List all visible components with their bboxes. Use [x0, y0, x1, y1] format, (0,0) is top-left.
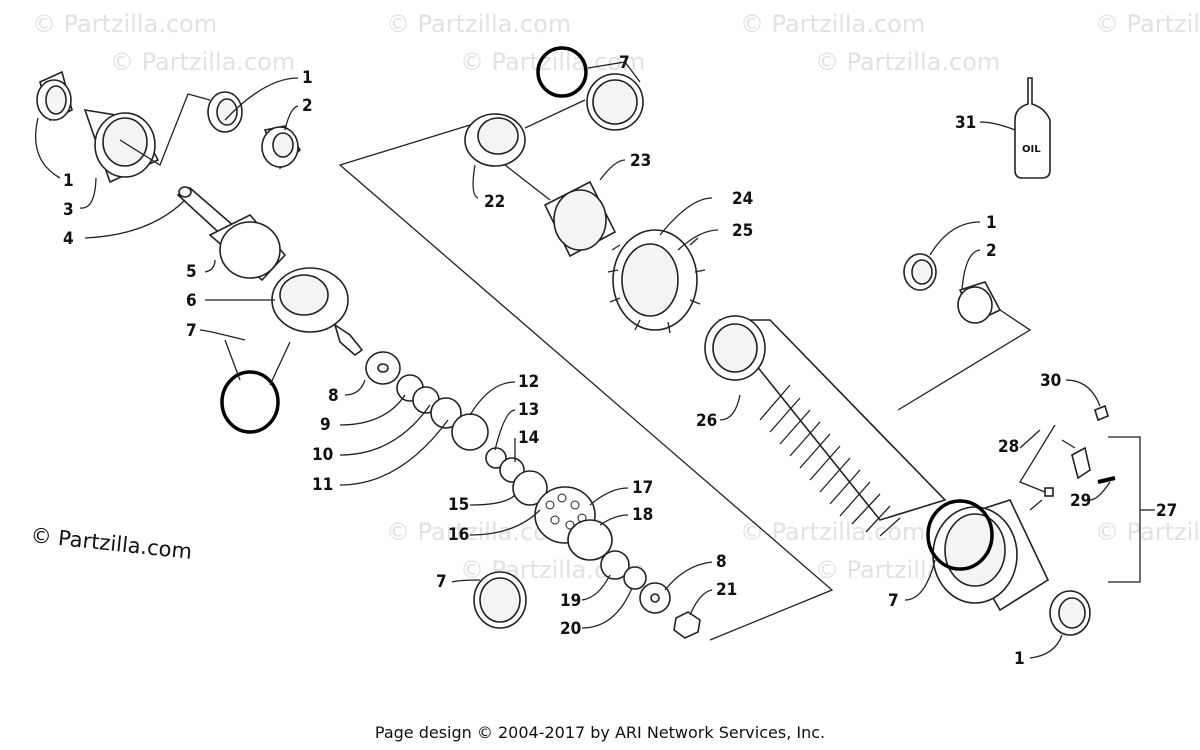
callout-numbers: 1 2 1 3 4 5 6 7 8 9 10 11 12 13 14 15 16… [63, 53, 1177, 669]
reservoir-body [932, 499, 1050, 612]
callout-15: 15 [448, 495, 469, 515]
leader-line [1019, 424, 1076, 511]
adjuster-nut-part-25 [607, 229, 706, 334]
callout-1: 1 [63, 171, 74, 191]
callout-10: 10 [312, 445, 333, 465]
oil-bottle-part-31: OIL [1014, 77, 1051, 179]
spacer-part-2-right [957, 281, 1002, 324]
bushing-part-1-top-left [36, 70, 73, 122]
body-part-26 [704, 315, 947, 537]
callout-26: 26 [696, 411, 717, 431]
watermark-text: © Partzilla.com [386, 10, 571, 38]
bracket-27 [1108, 436, 1141, 583]
callout-1: 1 [302, 68, 313, 88]
shaft-eye-part-5 [208, 214, 287, 282]
watermark-text: © Partzilla.com [1095, 518, 1200, 546]
watermark-text: © Partzilla.com [460, 48, 645, 76]
callout-19: 19 [560, 591, 581, 611]
callout-23: 23 [630, 151, 651, 171]
callout-17: 17 [632, 478, 653, 498]
callout-6: 6 [186, 291, 197, 311]
page-footer: Page design © 2004-2017 by ARI Network S… [375, 723, 825, 742]
callout-2: 2 [302, 96, 313, 116]
callout-16: 16 [448, 525, 469, 545]
callout-7: 7 [888, 591, 899, 611]
band-part-7-lower [473, 571, 527, 629]
o-ring-part-7-left [220, 370, 280, 434]
valve-part-28 [1071, 446, 1091, 480]
bushing-part-1-right [903, 253, 937, 291]
nut-part-21 [673, 611, 701, 639]
callout-4: 4 [63, 229, 74, 249]
callout-21: 21 [716, 580, 737, 600]
callout-1: 1 [986, 213, 997, 233]
watermark-text: © Partzilla.com [815, 48, 1000, 76]
callout-7: 7 [436, 572, 447, 592]
watermark-text: © Partzilla.com [740, 518, 925, 546]
watermark-text: © Partzilla.com [740, 10, 925, 38]
bracket-line [338, 124, 834, 641]
callout-31: 31 [955, 113, 976, 133]
callout-9: 9 [320, 415, 331, 435]
band-part-7-top [586, 73, 644, 131]
callout-13: 13 [518, 400, 539, 420]
watermark-text: © Partzilla.com [32, 10, 217, 38]
washer-part-19 [600, 550, 630, 580]
callout-20: 20 [560, 619, 581, 639]
callout-30: 30 [1040, 371, 1061, 391]
spacer-part-2-upper [261, 125, 302, 170]
washer-stack [365, 351, 548, 506]
leader-line [897, 309, 1032, 411]
callout-18: 18 [632, 505, 653, 525]
copyright-watermark: © Partzilla.com [29, 523, 193, 564]
watermark-text: © Partzilla.com [1095, 10, 1200, 38]
callout-12: 12 [518, 372, 539, 392]
callout-29: 29 [1070, 491, 1091, 511]
callout-27: 27 [1156, 501, 1177, 521]
callout-25: 25 [732, 221, 753, 241]
o-ring-part-7-top [536, 46, 588, 98]
leader-line [119, 93, 211, 166]
callout-22: 22 [484, 192, 505, 212]
callout-14: 14 [518, 428, 539, 448]
cap-part-22 [464, 113, 526, 167]
seal-head-part-6 [271, 267, 364, 357]
leader-line [504, 164, 551, 201]
callout-5: 5 [186, 262, 197, 282]
sleeve-part-3 [83, 108, 160, 184]
o-ring-part-7-right [926, 499, 994, 571]
callout-28: 28 [998, 437, 1019, 457]
callout-2: 2 [986, 241, 997, 261]
watermark-text: © Partzilla.com [110, 48, 295, 76]
bushing-part-1-upper [207, 91, 243, 133]
callout-8: 8 [328, 386, 339, 406]
bushing-part-1-bottom [1049, 590, 1091, 636]
callout-8: 8 [716, 552, 727, 572]
watermarks: © Partzilla.com © Partzilla.com © Partzi… [32, 10, 1200, 584]
callout-3: 3 [63, 200, 74, 220]
callout-1: 1 [1014, 649, 1025, 669]
leader-line [224, 339, 291, 386]
callout-24: 24 [732, 189, 753, 209]
leader-line [524, 99, 586, 129]
callout-7: 7 [619, 53, 630, 73]
o-ring-part-29 [1097, 476, 1116, 484]
callout-leaders [34, 61, 1155, 659]
oil-label: OIL [1022, 144, 1041, 155]
washer-part-18 [567, 519, 613, 561]
callout-11: 11 [312, 475, 333, 495]
callout-7: 7 [186, 321, 197, 341]
collar-part-23 [543, 180, 617, 258]
cap-part-30 [1094, 404, 1109, 422]
washer-part-20 [623, 566, 647, 590]
